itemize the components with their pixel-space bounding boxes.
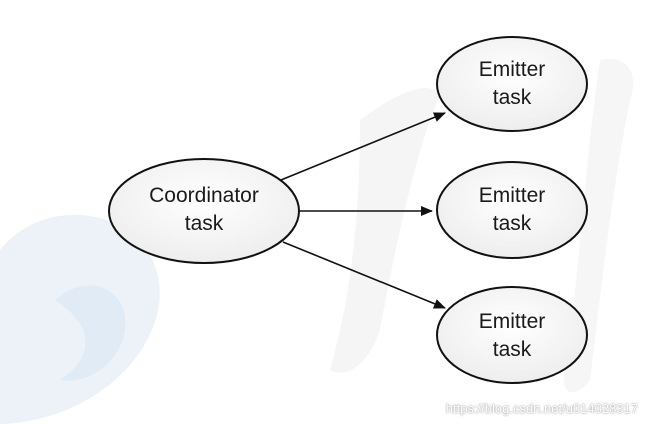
emitter-node-top: Emitter task: [436, 36, 588, 132]
background-swirl-inner: [55, 285, 126, 381]
emitter-node-middle: Emitter task: [436, 161, 588, 259]
coordinator-label-line1: Coordinator: [149, 184, 259, 207]
arrow-to-emitter-bottom: [282, 241, 446, 309]
background-logo: [0, 59, 634, 424]
arrow-to-emitter-top: [280, 112, 446, 181]
coordinator-node: Coordinator task: [108, 158, 300, 264]
emitter-ellipse: [436, 36, 588, 132]
coordinator-ellipse: [108, 158, 300, 264]
coordinator-label-line2: task: [185, 212, 224, 235]
emitter-label-line2: task: [493, 86, 532, 109]
emitter-ellipse: [436, 161, 588, 259]
emitter-label-line2: task: [493, 212, 532, 235]
emitter-label-line1: Emitter: [479, 310, 546, 333]
background-brush-stroke: [330, 88, 440, 373]
emitter-label-line2: task: [493, 338, 532, 361]
background-brush-stroke-2: [564, 59, 634, 393]
emitter-label-line1: Emitter: [479, 184, 546, 207]
emitter-node-bottom: Emitter task: [436, 286, 588, 384]
emitter-ellipse: [436, 286, 588, 384]
arrows: [280, 112, 446, 309]
watermark-url: https://blog.csdn.net/u014028317: [445, 401, 638, 416]
emitter-label-line1: Emitter: [479, 58, 546, 81]
